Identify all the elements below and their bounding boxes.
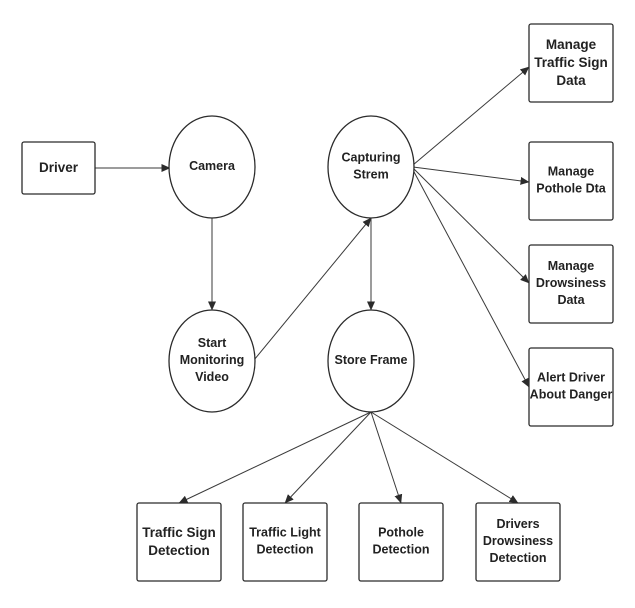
capturing-stream-ellipse <box>327 115 415 219</box>
capturing-stream-label-line: Capturing <box>341 151 400 165</box>
manage-pothole-label-line: Manage <box>548 165 595 179</box>
start-monitoring-label-line: Video <box>195 370 229 384</box>
manage-drowsiness-label-line: Manage <box>548 259 595 273</box>
node-store-frame: Store Frame <box>327 309 415 413</box>
manage-pothole-label-line: Pothole Dta <box>536 182 606 196</box>
arrow-start-monitoring-to-capturing-stream <box>253 217 372 361</box>
traffic-light-detection-label-line: Traffic Light <box>249 526 321 540</box>
start-monitoring-label-line: Start <box>198 336 227 350</box>
arrow-store-frame-to-traffic-light-detection <box>284 411 372 504</box>
node-camera: Camera <box>168 115 256 219</box>
manage-drowsiness-box <box>528 244 614 324</box>
drowsiness-detection-label-line: Drivers <box>496 517 539 531</box>
arrow-capturing-stream-to-manage-pothole <box>412 166 530 185</box>
manage-traffic-sign-box <box>528 23 614 103</box>
driver-label-line: Driver <box>39 160 79 175</box>
drowsiness-detection-label-line: Detection <box>490 551 547 565</box>
traffic-sign-detection-box <box>136 502 222 582</box>
traffic-light-detection-label-line: Detection <box>257 543 314 557</box>
node-driver: Driver <box>21 141 96 195</box>
arrow-capturing-stream-to-manage-traffic-sign <box>412 66 530 166</box>
alert-driver-label-line: About Danger <box>530 388 613 402</box>
driver-box <box>21 141 96 195</box>
traffic-light-detection-box <box>242 502 328 582</box>
capturing-stream-label-line: Strem <box>353 168 388 182</box>
arrow-store-frame-to-traffic-sign-detection <box>178 411 372 504</box>
store-frame-label: Store Frame <box>335 353 408 367</box>
start-monitoring-label-line: Monitoring <box>180 353 245 367</box>
pothole-detection-label-line: Detection <box>373 543 430 557</box>
pothole-detection-box <box>358 502 444 582</box>
arrow-store-frame-to-drowsiness-detection <box>370 411 519 504</box>
manage-pothole-box <box>528 141 614 221</box>
alert-driver-label-line: Alert Driver <box>537 371 605 385</box>
traffic-sign-detection-label-line: Detection <box>148 543 210 558</box>
alert-driver-box <box>528 347 614 427</box>
driver-label: Driver <box>39 160 79 175</box>
arrow-capturing-stream-to-manage-drowsiness <box>412 167 530 284</box>
manage-drowsiness-label-line: Data <box>557 293 585 307</box>
manage-drowsiness-label-line: Drowsiness <box>536 276 606 290</box>
camera-label: Camera <box>189 159 236 173</box>
pothole-detection-label-line: Pothole <box>378 526 424 540</box>
arrow-store-frame-to-pothole-detection <box>370 411 403 504</box>
connector-arrows <box>95 66 530 504</box>
drowsiness-detection-label-line: Drowsiness <box>483 534 553 548</box>
drowsiness-detection-box <box>475 502 561 582</box>
manage-traffic-sign-label-line: Traffic Sign <box>534 55 608 70</box>
traffic-sign-detection-label-line: Traffic Sign <box>142 525 216 540</box>
start-monitoring-ellipse <box>168 309 256 413</box>
camera-ellipse <box>168 115 256 219</box>
manage-traffic-sign-label-line: Manage <box>546 37 597 52</box>
store-frame-label-line: Store Frame <box>335 353 408 367</box>
store-frame-ellipse <box>327 309 415 413</box>
manage-traffic-sign-label-line: Data <box>556 73 586 88</box>
camera-label-line: Camera <box>189 159 236 173</box>
arrow-capturing-stream-to-alert-driver <box>412 169 530 388</box>
